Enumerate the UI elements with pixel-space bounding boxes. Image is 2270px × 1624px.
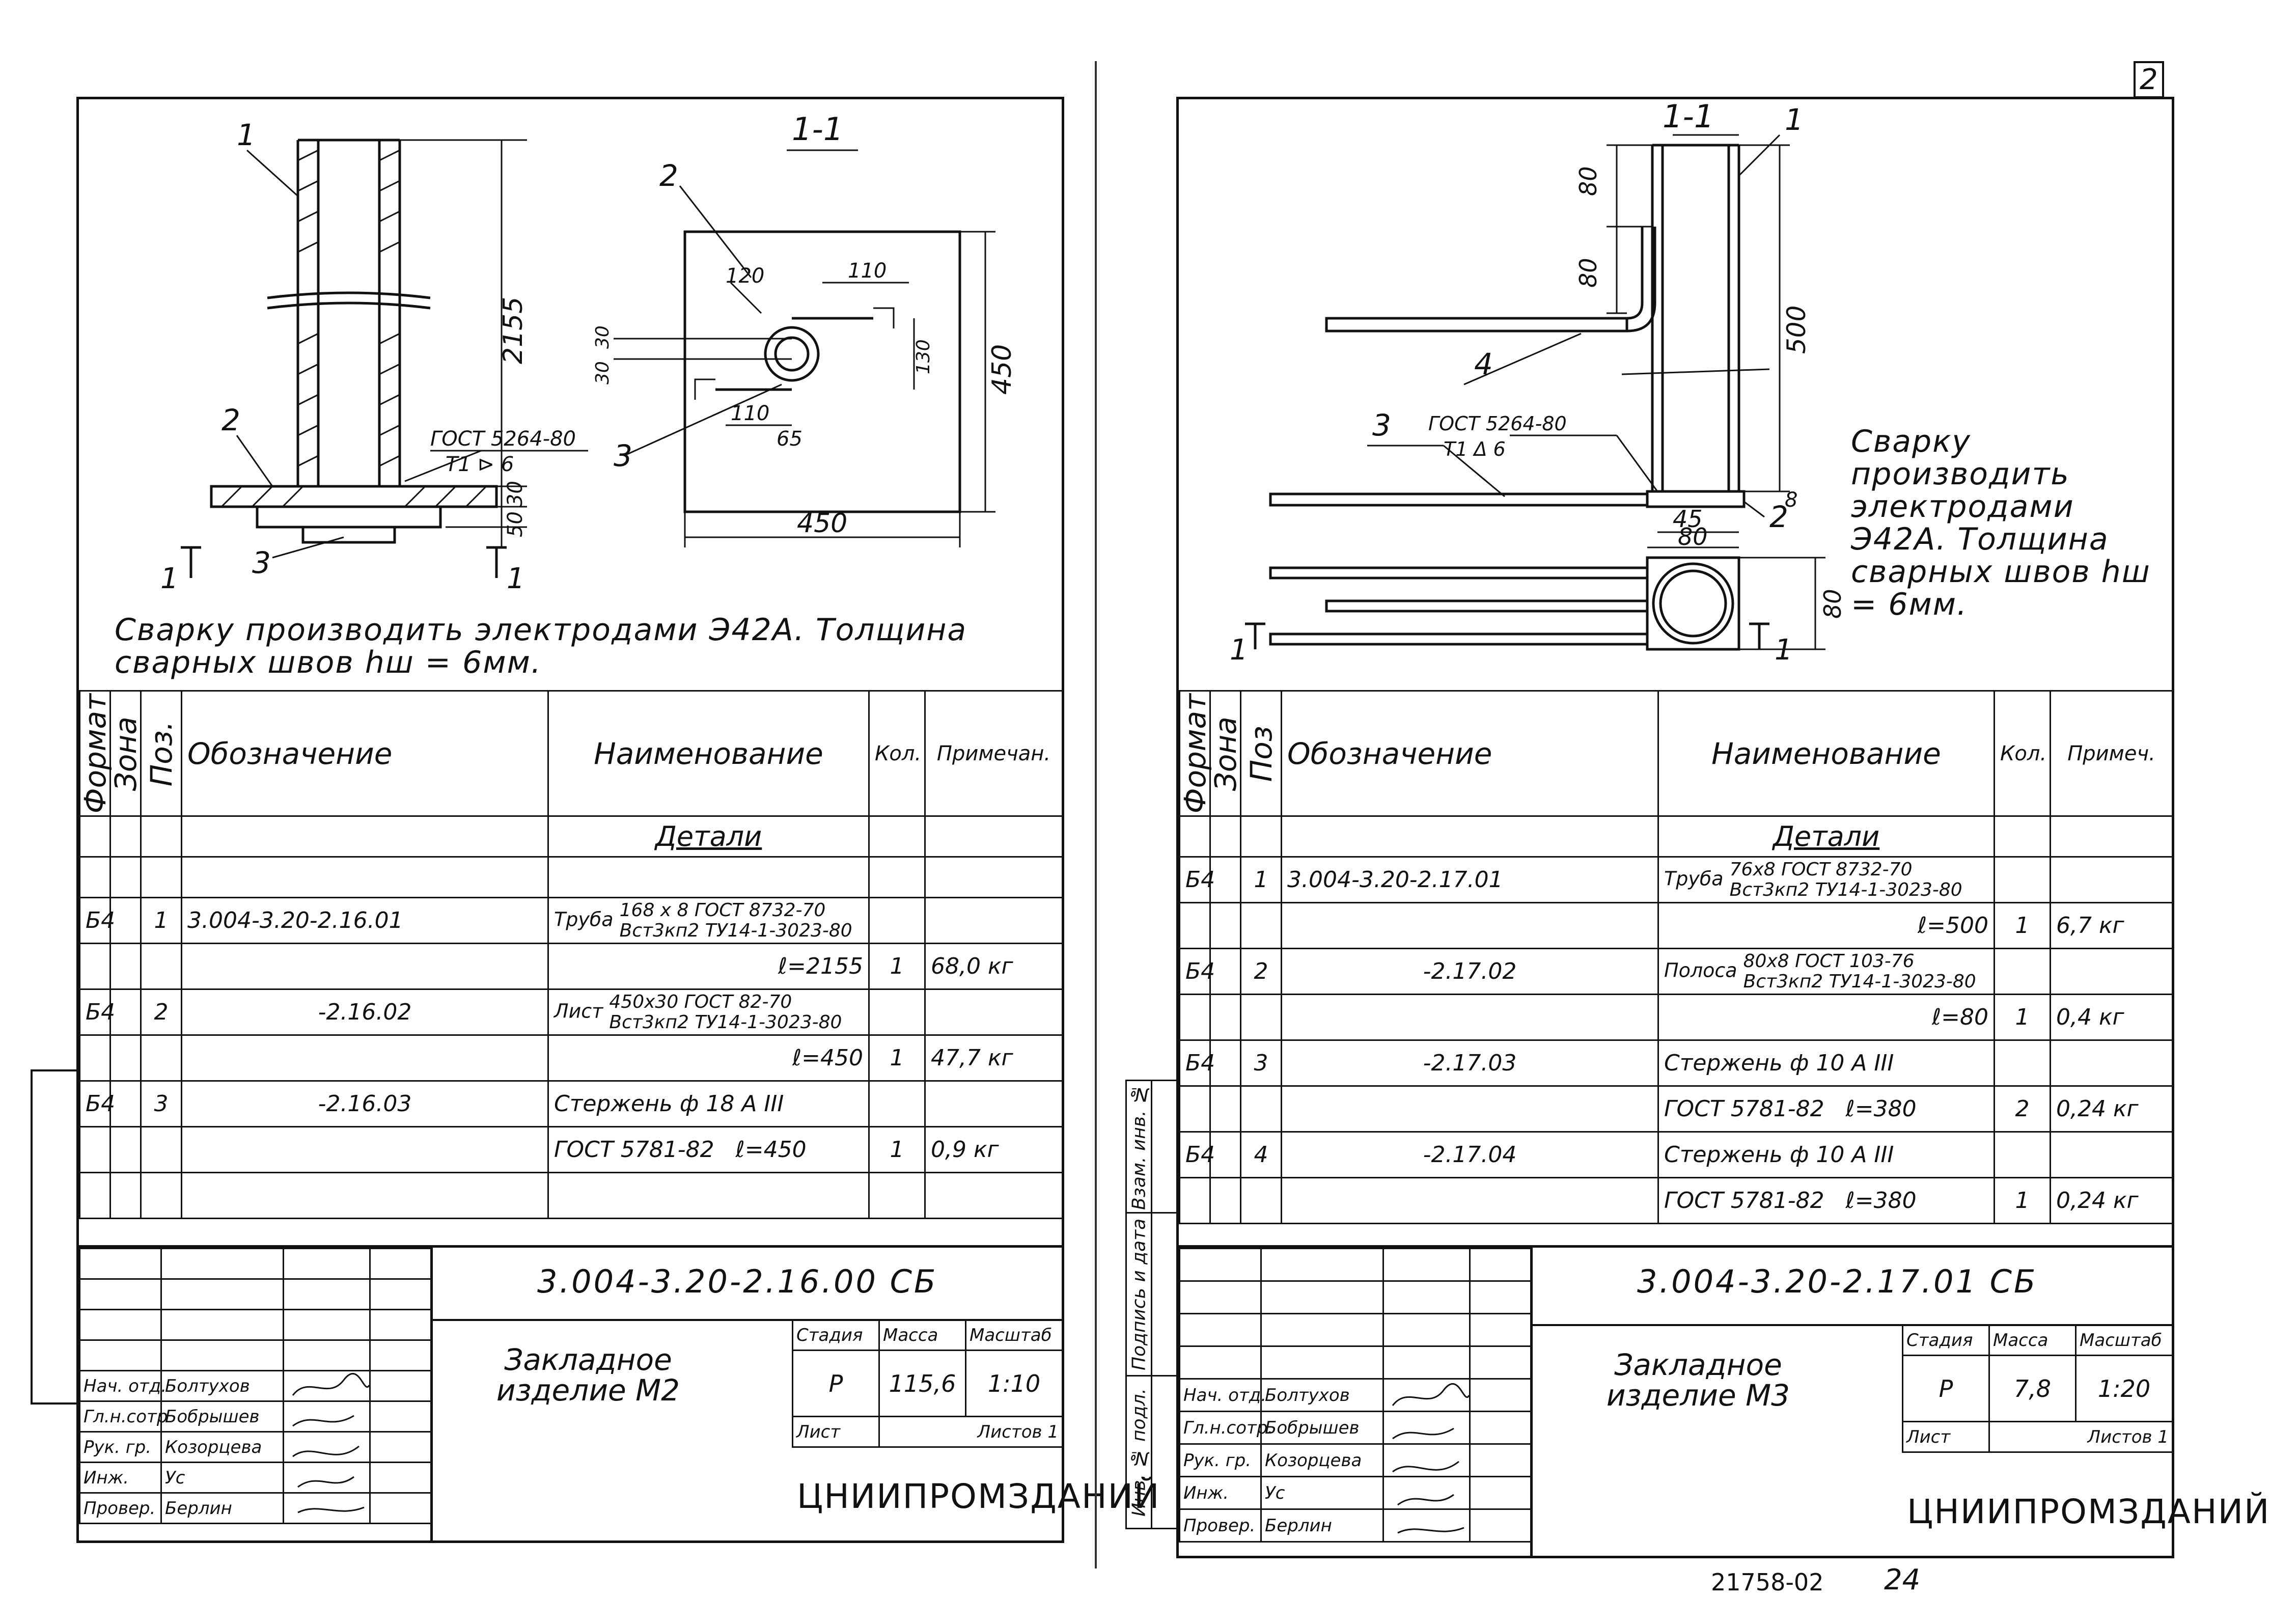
signatures: [292, 1373, 370, 1513]
stage-mass-scale: Стадия Масса Масштаб Р 7,8 1:20 Лист Лис…: [1902, 1324, 2173, 1453]
dim-130: 130: [913, 339, 934, 374]
title-block-m3: Нач. отд.Болтухов Гл.н.сотр.Бобрышев Рук…: [1179, 1245, 2269, 1558]
col-format: Формат: [78, 691, 113, 816]
weld-std-label: ГОСТ 5264-80: [430, 427, 576, 451]
dim-80-top: 80: [1574, 166, 1602, 196]
dim-30-a: 30: [592, 361, 613, 384]
spec-table-m3: Формат Зона Поз Обозначение Наименование…: [1178, 690, 2173, 1225]
weld-code-label: Т1 Δ 6: [1444, 438, 1506, 460]
drawing-m3: 1-1 1 4 3 2 ГОСТ 5264-80 Т1 Δ 6 80 80 50…: [1230, 98, 1846, 667]
table-row: Б4 3 -2.16.03 Стержень ф 18 А III: [79, 1080, 1063, 1128]
pos-label-3: 3: [1372, 408, 1391, 443]
archive-stamp: 21758-02: [1711, 1568, 1824, 1596]
pos-label-1: 1: [237, 118, 256, 152]
dim-45: 45: [1673, 505, 1703, 533]
pos-label-1: 1: [1785, 102, 1804, 137]
cut-mark-b: 1: [1775, 634, 1793, 667]
cut-mark-left-a: 1: [160, 562, 179, 595]
pos-label-2: 2: [1769, 500, 1788, 534]
table-row: Б4 3 -2.17.03 Стержень ф 10 А III: [1179, 1039, 2173, 1087]
table-row: Б4 1 3.004-3.20-2.16.01 Труба 168 x 8 ГО…: [79, 897, 1063, 945]
col-zone: Зона: [108, 691, 143, 816]
pos-label-4: 4: [1474, 347, 1493, 381]
table-row: Б4 1 3.004-3.20-2.17.01 Труба 76x8 ГОСТ …: [1179, 856, 2173, 904]
section-label-1-1: 1-1: [792, 111, 843, 148]
section-details: Детали: [547, 815, 870, 858]
dim-plate-30: 30: [504, 481, 527, 507]
dim-500: 500: [1782, 306, 1811, 354]
weld-std-label: ГОСТ 5264-80: [1428, 412, 1567, 435]
document-code: 3.004-3.20-2.16.00 СБ: [537, 1263, 938, 1300]
dim-30-b: 30: [592, 325, 613, 349]
pos-label-3: 3: [252, 545, 271, 580]
dim-80-plan-top: 80: [1678, 523, 1708, 550]
signature-grid: Нач. отд.Болтухов Гл.н.сотр.Бобрышев Рук…: [1179, 1248, 1532, 1543]
table-row: Б4 4 -2.17.04 Стержень ф 10 А III: [1179, 1131, 2173, 1179]
col-pos: Поз.: [141, 691, 182, 816]
pos-label-2: 2: [222, 403, 240, 437]
cut-mark-left-b: 1: [507, 562, 525, 595]
col-qty: Кол.: [868, 690, 926, 817]
cut-mark-a: 1: [1230, 634, 1248, 667]
dim-2155: 2155: [498, 297, 529, 364]
dim-65: 65: [777, 427, 802, 451]
section-pos-3: 3: [614, 438, 632, 473]
welding-note: Сварку производить электродами Э42А. Тол…: [1851, 424, 2151, 622]
drawing-sheet-m3: 1-1 1 4 3 2 ГОСТ 5264-80 Т1 Δ 6 80 80 50…: [1176, 97, 2269, 1558]
dim-450-bottom: 450: [797, 508, 847, 539]
section-label-1-1: 1-1: [1663, 98, 1714, 135]
stage-mass-scale: Стадия Масса Масштаб Р 115,6 1:10 Лист Л…: [792, 1319, 1063, 1448]
dim-110-bottom: 110: [731, 402, 769, 425]
col-designation: Обозначение: [181, 690, 549, 817]
drawing-sheet-m2: 1 2 3 2155 30 50 ГОСТ 5264-80 Т1 ⊳ 6 1 1…: [76, 97, 1159, 1543]
organization-name: ЦНИИПРОМЗДАНИЙ: [797, 1477, 1160, 1516]
col-name: Наименование: [547, 690, 870, 817]
col-note: Примечан.: [924, 690, 1063, 817]
section-pos-2: 2: [659, 158, 678, 193]
organization-name: ЦНИИПРОМЗДАНИЙ: [1907, 1492, 2270, 1531]
document-code: 3.004-3.20-2.17.01 СБ: [1637, 1263, 2038, 1300]
dim-plate-50: 50: [504, 511, 527, 537]
weld-code-label: Т1 ⊳ 6: [446, 453, 514, 476]
fold-line: [1095, 61, 1097, 1568]
binding-strip-right: Взам. инв. № Подпись и дата Инв. № подл.: [1125, 1080, 1178, 1529]
document-name: Закладное изделие М2: [496, 1342, 680, 1408]
spec-table-m2: Формат Зона Поз. Обозначение Наименовани…: [78, 690, 1063, 1220]
dim-8: 8: [1785, 488, 1797, 512]
dim-120: 120: [726, 264, 764, 288]
signatures: [1392, 1383, 1470, 1534]
document-name: Закладное изделие М3: [1606, 1347, 1790, 1413]
binding-strip-left: [31, 1069, 78, 1405]
welding-note: Сварку производить электродами Э42А. Тол…: [115, 612, 967, 680]
dim-80-mid: 80: [1574, 258, 1602, 288]
dim-80-plan-right: 80: [1819, 589, 1846, 619]
dim-110-top: 110: [848, 259, 887, 283]
drawing-m2: 1 2 3 2155 30 50 ГОСТ 5264-80 Т1 ⊳ 6 1 1…: [160, 111, 1017, 595]
dim-450-right: 450: [987, 344, 1017, 395]
archive-page: 24: [1884, 1563, 1921, 1597]
page-number: 2: [2134, 61, 2164, 98]
